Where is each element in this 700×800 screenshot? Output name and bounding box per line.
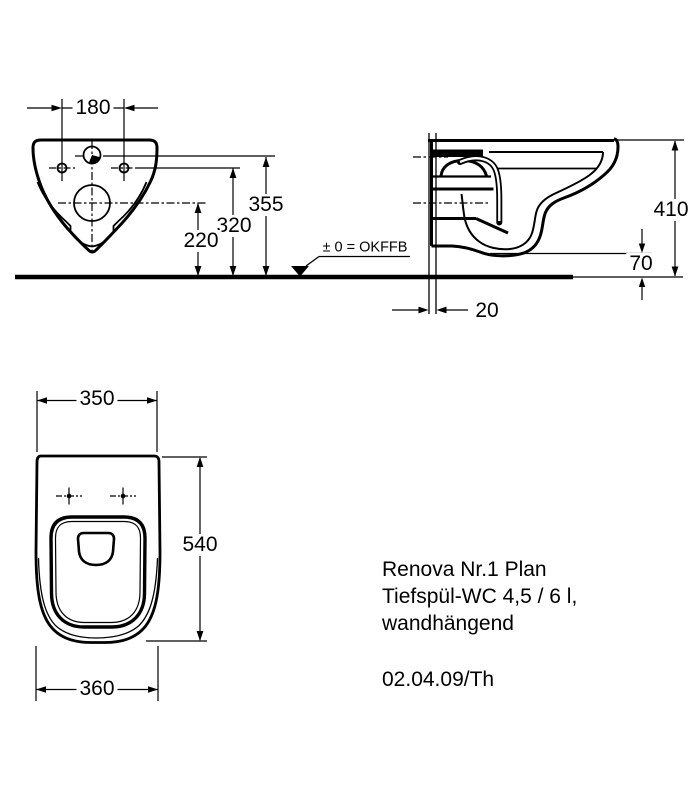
top-inner-rim-line <box>37 557 159 639</box>
top-bowl-opening <box>76 531 116 567</box>
front-extension-lines <box>49 99 275 252</box>
dim-label-wall-thickness: 20 <box>472 299 502 323</box>
side-inlet-channel <box>431 149 483 157</box>
top-seat-inner-line <box>54 520 142 624</box>
top-extension-lines <box>35 391 207 701</box>
dim-label-fixing-height: 320 <box>213 214 255 238</box>
top-plan-view <box>34 391 207 701</box>
side-view <box>392 133 684 314</box>
dim-label-floor-clearance: 70 <box>626 252 656 276</box>
dim-label-hole-spacing: 180 <box>72 96 114 120</box>
side-spud-slope <box>475 217 509 235</box>
side-inner-bowl <box>460 151 604 251</box>
level-triangle-icon <box>291 266 309 277</box>
side-flush-tube-inner <box>459 157 501 221</box>
level-leader <box>305 255 320 267</box>
top-seat-ring <box>49 515 147 629</box>
dim-label-height: 410 <box>650 198 692 222</box>
revision-code: 02.04.09/Th <box>382 668 495 691</box>
dim-label-body-width: 360 <box>76 677 118 701</box>
front-view <box>27 99 275 276</box>
dim-label-front-width: 350 <box>76 387 118 411</box>
dim-20 <box>392 306 468 314</box>
side-outline <box>431 137 620 258</box>
dim-label-depth: 540 <box>179 533 221 557</box>
top-fixing-points <box>56 487 136 505</box>
product-mounting: wandhängend <box>382 612 514 635</box>
level-marker <box>291 255 410 277</box>
dim-label-inlet-height: 355 <box>245 193 287 217</box>
side-centre-lines <box>413 156 490 204</box>
dim-70 <box>638 229 646 300</box>
level-reference-label: ± 0 = OKFFB <box>321 239 409 256</box>
product-type: Tiefspül-WC 4,5 / 6 l, <box>382 585 578 608</box>
dim-355 <box>262 157 270 276</box>
product-name: Renova Nr.1 Plan <box>382 558 547 581</box>
dim-label-outlet-height: 220 <box>180 229 222 253</box>
side-extension-lines <box>490 139 684 255</box>
product-description: Renova Nr.1 Plan Tiefspül-WC 4,5 / 6 l, … <box>382 556 577 637</box>
